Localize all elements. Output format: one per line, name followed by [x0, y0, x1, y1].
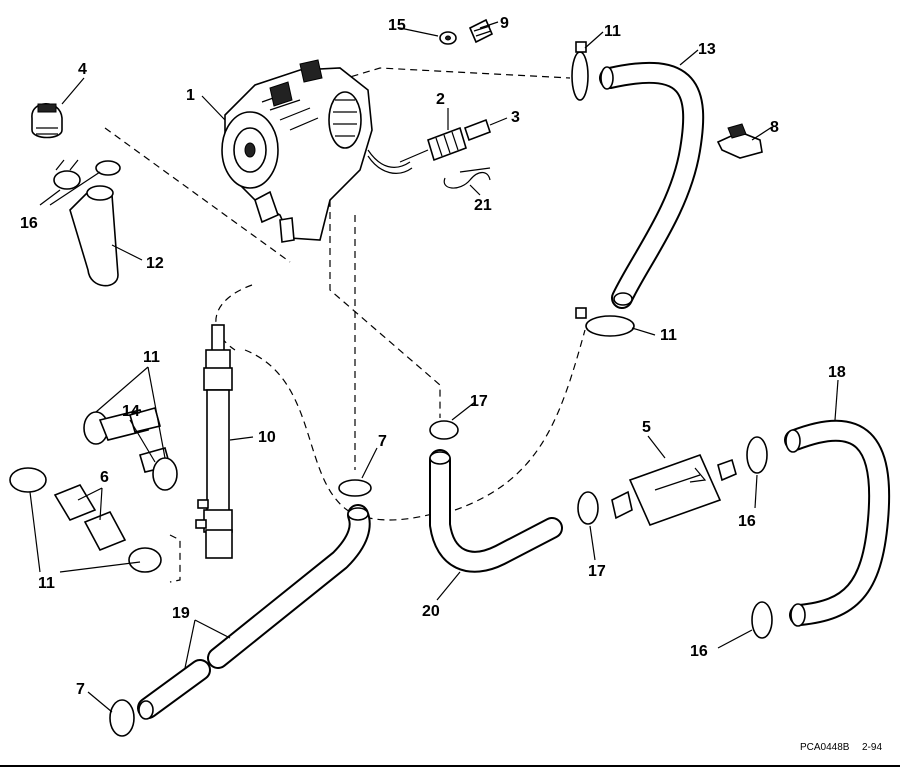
clamp-pair-top-left	[53, 159, 121, 190]
sensor-switch	[31, 103, 63, 139]
callout-12: 12	[146, 255, 164, 272]
callout-17-top: 17	[470, 393, 488, 410]
callout-5: 5	[642, 419, 651, 436]
clamp-middle-right	[575, 307, 635, 337]
clamp-17-lower	[577, 491, 599, 525]
clamp-top-right	[571, 41, 589, 101]
callout-11-top: 11	[604, 23, 621, 40]
callout-7-mid: 7	[378, 433, 387, 450]
callout-16-top: 16	[20, 215, 38, 232]
callout-7-bottom: 7	[76, 681, 85, 698]
elbow-hose	[429, 449, 563, 573]
callout-8: 8	[770, 119, 779, 136]
long-curved-hose	[599, 61, 705, 309]
clamp-7-middle	[338, 479, 372, 497]
callout-16-bottom: 16	[690, 643, 708, 660]
callout-11-mid: 11	[660, 327, 677, 344]
callout-10: 10	[258, 429, 276, 446]
u-shaped-hose	[784, 419, 891, 627]
inline-fuel-filter	[611, 453, 737, 527]
clamp-17-upper	[429, 420, 459, 440]
callout-3: 3	[511, 109, 520, 126]
washer-and-screw	[439, 18, 494, 45]
elbow-fitting	[716, 123, 763, 159]
callout-11-left: 11	[143, 349, 160, 366]
callout-14: 14	[122, 403, 140, 420]
clamp-7-bottom	[109, 699, 135, 737]
short-hose	[69, 185, 119, 287]
inline-filter-tube	[195, 324, 233, 559]
callout-2: 2	[436, 91, 445, 108]
drawing-date: 2-94	[862, 742, 882, 753]
callout-4: 4	[78, 61, 87, 78]
callout-17-bottom: 17	[588, 563, 606, 580]
callout-9: 9	[500, 15, 509, 32]
clamp-fitting-group-left	[83, 407, 178, 491]
callout-11-bottom-left: 11	[38, 575, 55, 592]
leader-lines	[29, 21, 839, 713]
callout-19: 19	[172, 605, 190, 622]
fitting-assembly	[399, 118, 492, 163]
callout-20: 20	[422, 603, 440, 620]
callout-18: 18	[828, 364, 846, 381]
connector-group-left	[9, 467, 162, 573]
hose-pair	[137, 504, 371, 720]
callout-13: 13	[698, 41, 716, 58]
callout-16-right: 16	[738, 513, 756, 530]
clamp-16-upper-right	[746, 436, 768, 474]
callout-6: 6	[100, 469, 109, 486]
callout-21: 21	[474, 197, 492, 214]
dashed-routing-lines	[104, 67, 586, 583]
drawing-code: PCA0448B	[800, 742, 850, 753]
callout-15: 15	[388, 17, 406, 34]
callout-1: 1	[186, 87, 195, 104]
clamp-16-lower-right	[751, 601, 773, 639]
callout-labels: 15 9 11 13 4 1 2 3 8 21 16 12 11 11 18 1…	[20, 15, 846, 698]
spring-clip	[443, 167, 491, 189]
fuel-pump-assembly	[221, 59, 413, 243]
